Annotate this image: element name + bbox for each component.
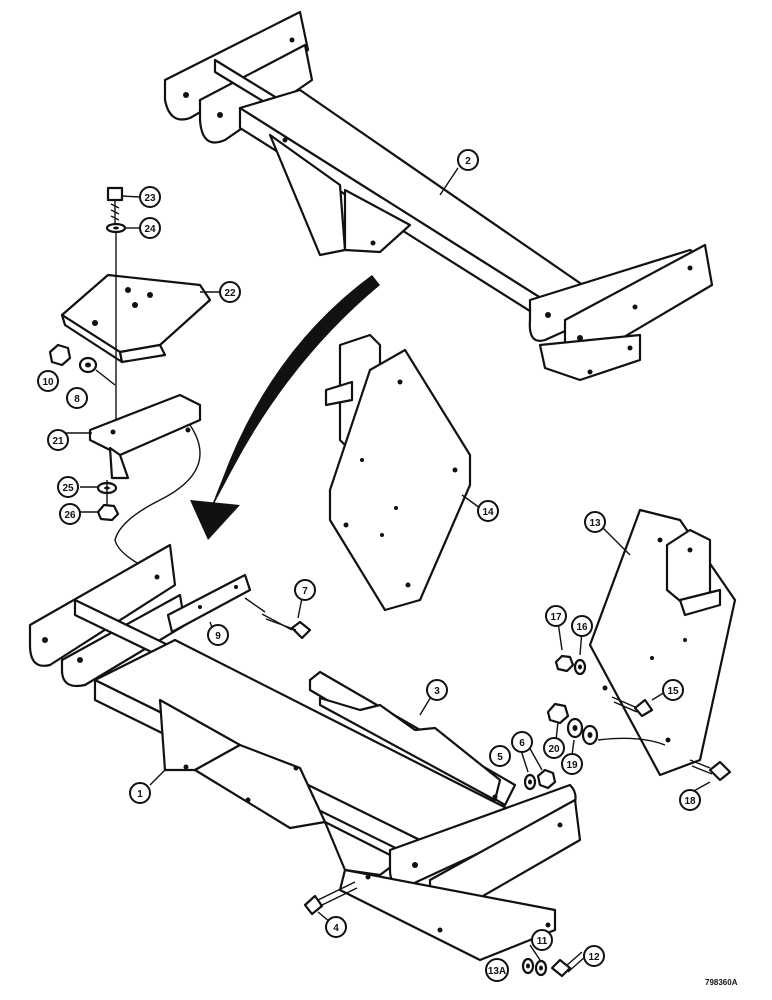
mounting-hardware-left	[48, 186, 212, 581]
upper-frame-part-2	[163, 10, 714, 382]
callout-25: 25	[57, 476, 79, 498]
callout-23: 23	[139, 186, 161, 208]
svg-text:3: 3	[434, 686, 440, 697]
callout-11: 11	[531, 929, 553, 951]
figure-code: 798360A	[705, 978, 738, 987]
plate-part-14	[324, 333, 472, 612]
svg-text:20: 20	[548, 744, 560, 755]
svg-text:6: 6	[519, 738, 525, 749]
lower-frame-part-1	[28, 543, 582, 962]
callout-18: 18	[679, 789, 701, 811]
callout-1: 1	[129, 782, 151, 804]
svg-text:18: 18	[684, 796, 696, 807]
svg-text:26: 26	[64, 510, 76, 521]
callout-7: 7	[294, 579, 316, 601]
callout-19: 19	[561, 753, 583, 775]
callout-15: 15	[662, 679, 684, 701]
svg-text:8: 8	[74, 394, 80, 405]
svg-text:5: 5	[497, 752, 503, 763]
svg-text:11: 11	[537, 936, 548, 947]
callout-20: 20	[543, 737, 565, 759]
callout-4: 4	[325, 916, 347, 938]
callout-9: 9	[207, 624, 229, 646]
fasteners	[244, 597, 732, 978]
callout-21: 21	[47, 429, 69, 451]
svg-text:23: 23	[144, 193, 156, 204]
svg-text:14: 14	[482, 507, 494, 518]
svg-text:7: 7	[302, 586, 308, 597]
callout-26: 26	[59, 503, 81, 525]
callout-12: 12	[583, 945, 605, 967]
svg-text:1: 1	[137, 789, 143, 800]
callout-16: 16	[571, 615, 593, 637]
callout-14: 14	[477, 500, 499, 522]
svg-text:4: 4	[333, 923, 339, 934]
callout-2: 2	[457, 149, 479, 171]
svg-text:13A: 13A	[488, 966, 506, 977]
svg-text:19: 19	[566, 760, 578, 771]
callout-5: 5	[489, 745, 511, 767]
callout-3: 3	[426, 679, 448, 701]
svg-text:22: 22	[224, 288, 236, 299]
svg-text:15: 15	[667, 686, 679, 697]
svg-text:13: 13	[589, 518, 601, 529]
callout-6: 6	[511, 731, 533, 753]
svg-text:9: 9	[215, 631, 221, 642]
callout-10: 10	[37, 370, 59, 392]
svg-text:2: 2	[465, 156, 471, 167]
callout-13a: 13A	[485, 958, 509, 982]
svg-text:25: 25	[62, 483, 74, 494]
assembly-direction-arrow	[190, 275, 380, 540]
svg-text:17: 17	[550, 612, 562, 623]
svg-text:16: 16	[576, 622, 588, 633]
svg-text:10: 10	[42, 377, 54, 388]
callout-24: 24	[139, 217, 161, 239]
callout-8: 8	[66, 387, 88, 409]
callout-22: 22	[219, 281, 241, 303]
strap-part-9	[166, 573, 252, 634]
svg-text:24: 24	[144, 224, 156, 235]
plate-part-13	[588, 508, 737, 777]
callout-17: 17	[545, 605, 567, 627]
callout-13: 13	[584, 511, 606, 533]
svg-text:12: 12	[588, 952, 600, 963]
svg-text:21: 21	[52, 436, 64, 447]
bar-part-3	[308, 670, 517, 807]
